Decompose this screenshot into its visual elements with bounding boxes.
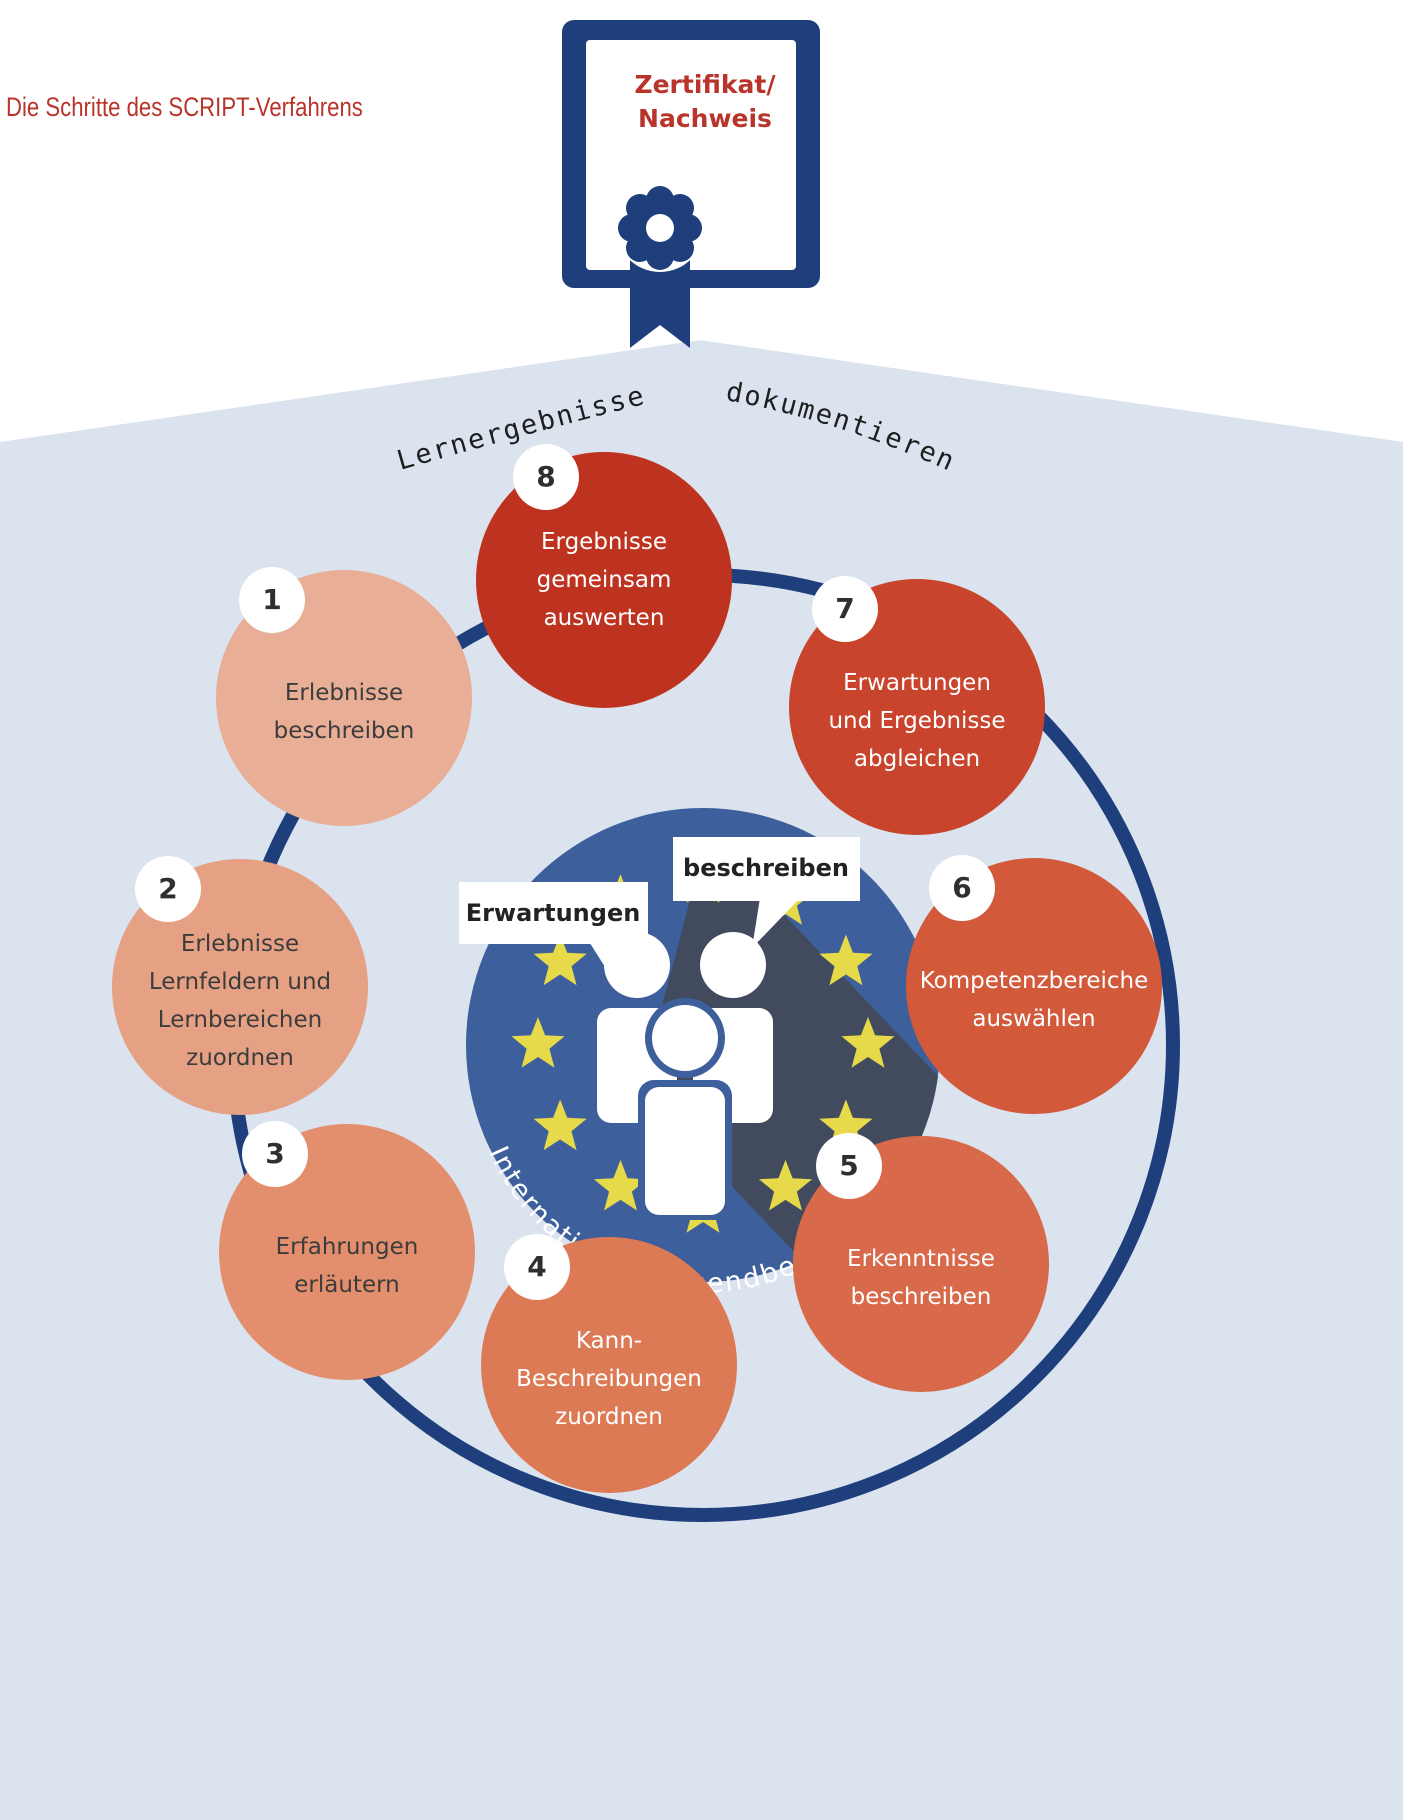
certificate-line-1: Zertifikat/ <box>634 70 776 99</box>
star-icon <box>819 934 873 986</box>
step-3-label: Erfahrungen erläutern <box>222 1228 472 1304</box>
step-7-number: 7 <box>835 592 855 625</box>
step-4-circle <box>481 1237 737 1493</box>
step-7-label: Erwartungen und Ergebnisse abgleichen <box>792 664 1042 778</box>
step-nodes <box>112 444 1162 1493</box>
step-5-label-line: Erkenntnisse <box>847 1246 995 1272</box>
step-2-circle <box>112 859 368 1115</box>
step-7-badge <box>812 576 878 642</box>
step-3-circle <box>219 1124 475 1380</box>
step-4-label-line: zuordnen <box>555 1404 663 1430</box>
bubble-text-left: Erwartungen <box>465 899 641 927</box>
star-icon <box>593 1159 648 1211</box>
step-6-number: 6 <box>952 871 972 904</box>
step-5-label-line: beschreiben <box>850 1284 992 1310</box>
step-2-label-line: zuordnen <box>186 1045 294 1071</box>
people-icon <box>597 932 773 1220</box>
step-2-label-line: Lernbereichen <box>157 1007 323 1033</box>
step-5-circle <box>793 1136 1049 1392</box>
step-7-circle <box>789 579 1045 835</box>
step-6-label: Kompetenzbereiche auswählen <box>909 962 1159 1038</box>
page-heading: Die Schritte des SCRIPT-Verfahrens <box>6 92 363 122</box>
certificate-title: Zertifikat/ Nachweis <box>560 68 850 136</box>
step-4-number: 4 <box>527 1250 547 1283</box>
step-8-number: 8 <box>536 460 556 493</box>
star-icon <box>533 1099 587 1151</box>
step-1-label: Erlebnisse beschreiben <box>219 674 469 750</box>
step-2-label-line: Lernfeldern und <box>148 969 332 995</box>
step-4-label-line: Kann- <box>575 1328 643 1354</box>
step-3-number: 3 <box>265 1137 285 1170</box>
star-icon <box>819 1099 873 1151</box>
step-1-label-line: Erlebnisse <box>284 680 404 706</box>
step-8-label-line: gemeinsam <box>536 567 672 593</box>
step-1-badge <box>239 567 305 633</box>
step-8-label-line: Ergebnisse <box>540 529 668 555</box>
step-2-number: 2 <box>158 872 178 905</box>
step-4-label: Kann- Beschreibungen zuordnen <box>484 1322 734 1436</box>
step-5-badge <box>816 1133 882 1199</box>
step-6-label-line: Kompetenzbereiche <box>919 968 1149 994</box>
step-8-circle <box>476 452 732 708</box>
step-1-number: 1 <box>262 583 282 616</box>
step-5-number: 5 <box>839 1149 859 1182</box>
step-2-badge <box>135 856 201 922</box>
roof-peak <box>0 335 1403 442</box>
certificate-line-2: Nachweis <box>638 104 772 133</box>
step-6-label-line: auswählen <box>972 1006 1096 1032</box>
step-8-label: Ergebnisse gemeinsam auswerten <box>479 523 729 637</box>
step-5-label: Erkenntnisse beschreiben <box>796 1240 1046 1316</box>
step-6-badge <box>929 855 995 921</box>
step-2-label-line: Erlebnisse <box>180 931 300 957</box>
step-6-circle <box>906 858 1162 1114</box>
star-icon <box>533 934 587 986</box>
rosette-icon <box>616 184 704 272</box>
step-1-circle <box>216 570 472 826</box>
star-icon <box>758 1159 813 1211</box>
step-4-label-line: Beschreibungen <box>516 1366 702 1392</box>
step-3-label-line: Erfahrungen <box>275 1234 419 1260</box>
step-3-label-line: erläutern <box>294 1272 400 1298</box>
bubble-text-right: beschreiben <box>683 854 849 882</box>
step-4-badge <box>504 1234 570 1300</box>
speech-bubble-right <box>673 837 860 948</box>
star-icon <box>841 1017 895 1068</box>
speech-bubble-left <box>459 882 648 978</box>
certificate-icon <box>562 20 820 348</box>
step-7-label-line: abgleichen <box>853 746 981 772</box>
step-8-label-line: auswerten <box>543 605 665 631</box>
step-3-badge <box>242 1121 308 1187</box>
star-icon <box>511 1017 565 1068</box>
ribbon <box>630 245 690 348</box>
step-1-label-line: beschreiben <box>273 718 415 744</box>
step-8-badge <box>513 444 579 510</box>
step-7-label-line: Erwartungen <box>843 670 991 696</box>
step-7-label-line: und Ergebnisse <box>828 708 1006 734</box>
